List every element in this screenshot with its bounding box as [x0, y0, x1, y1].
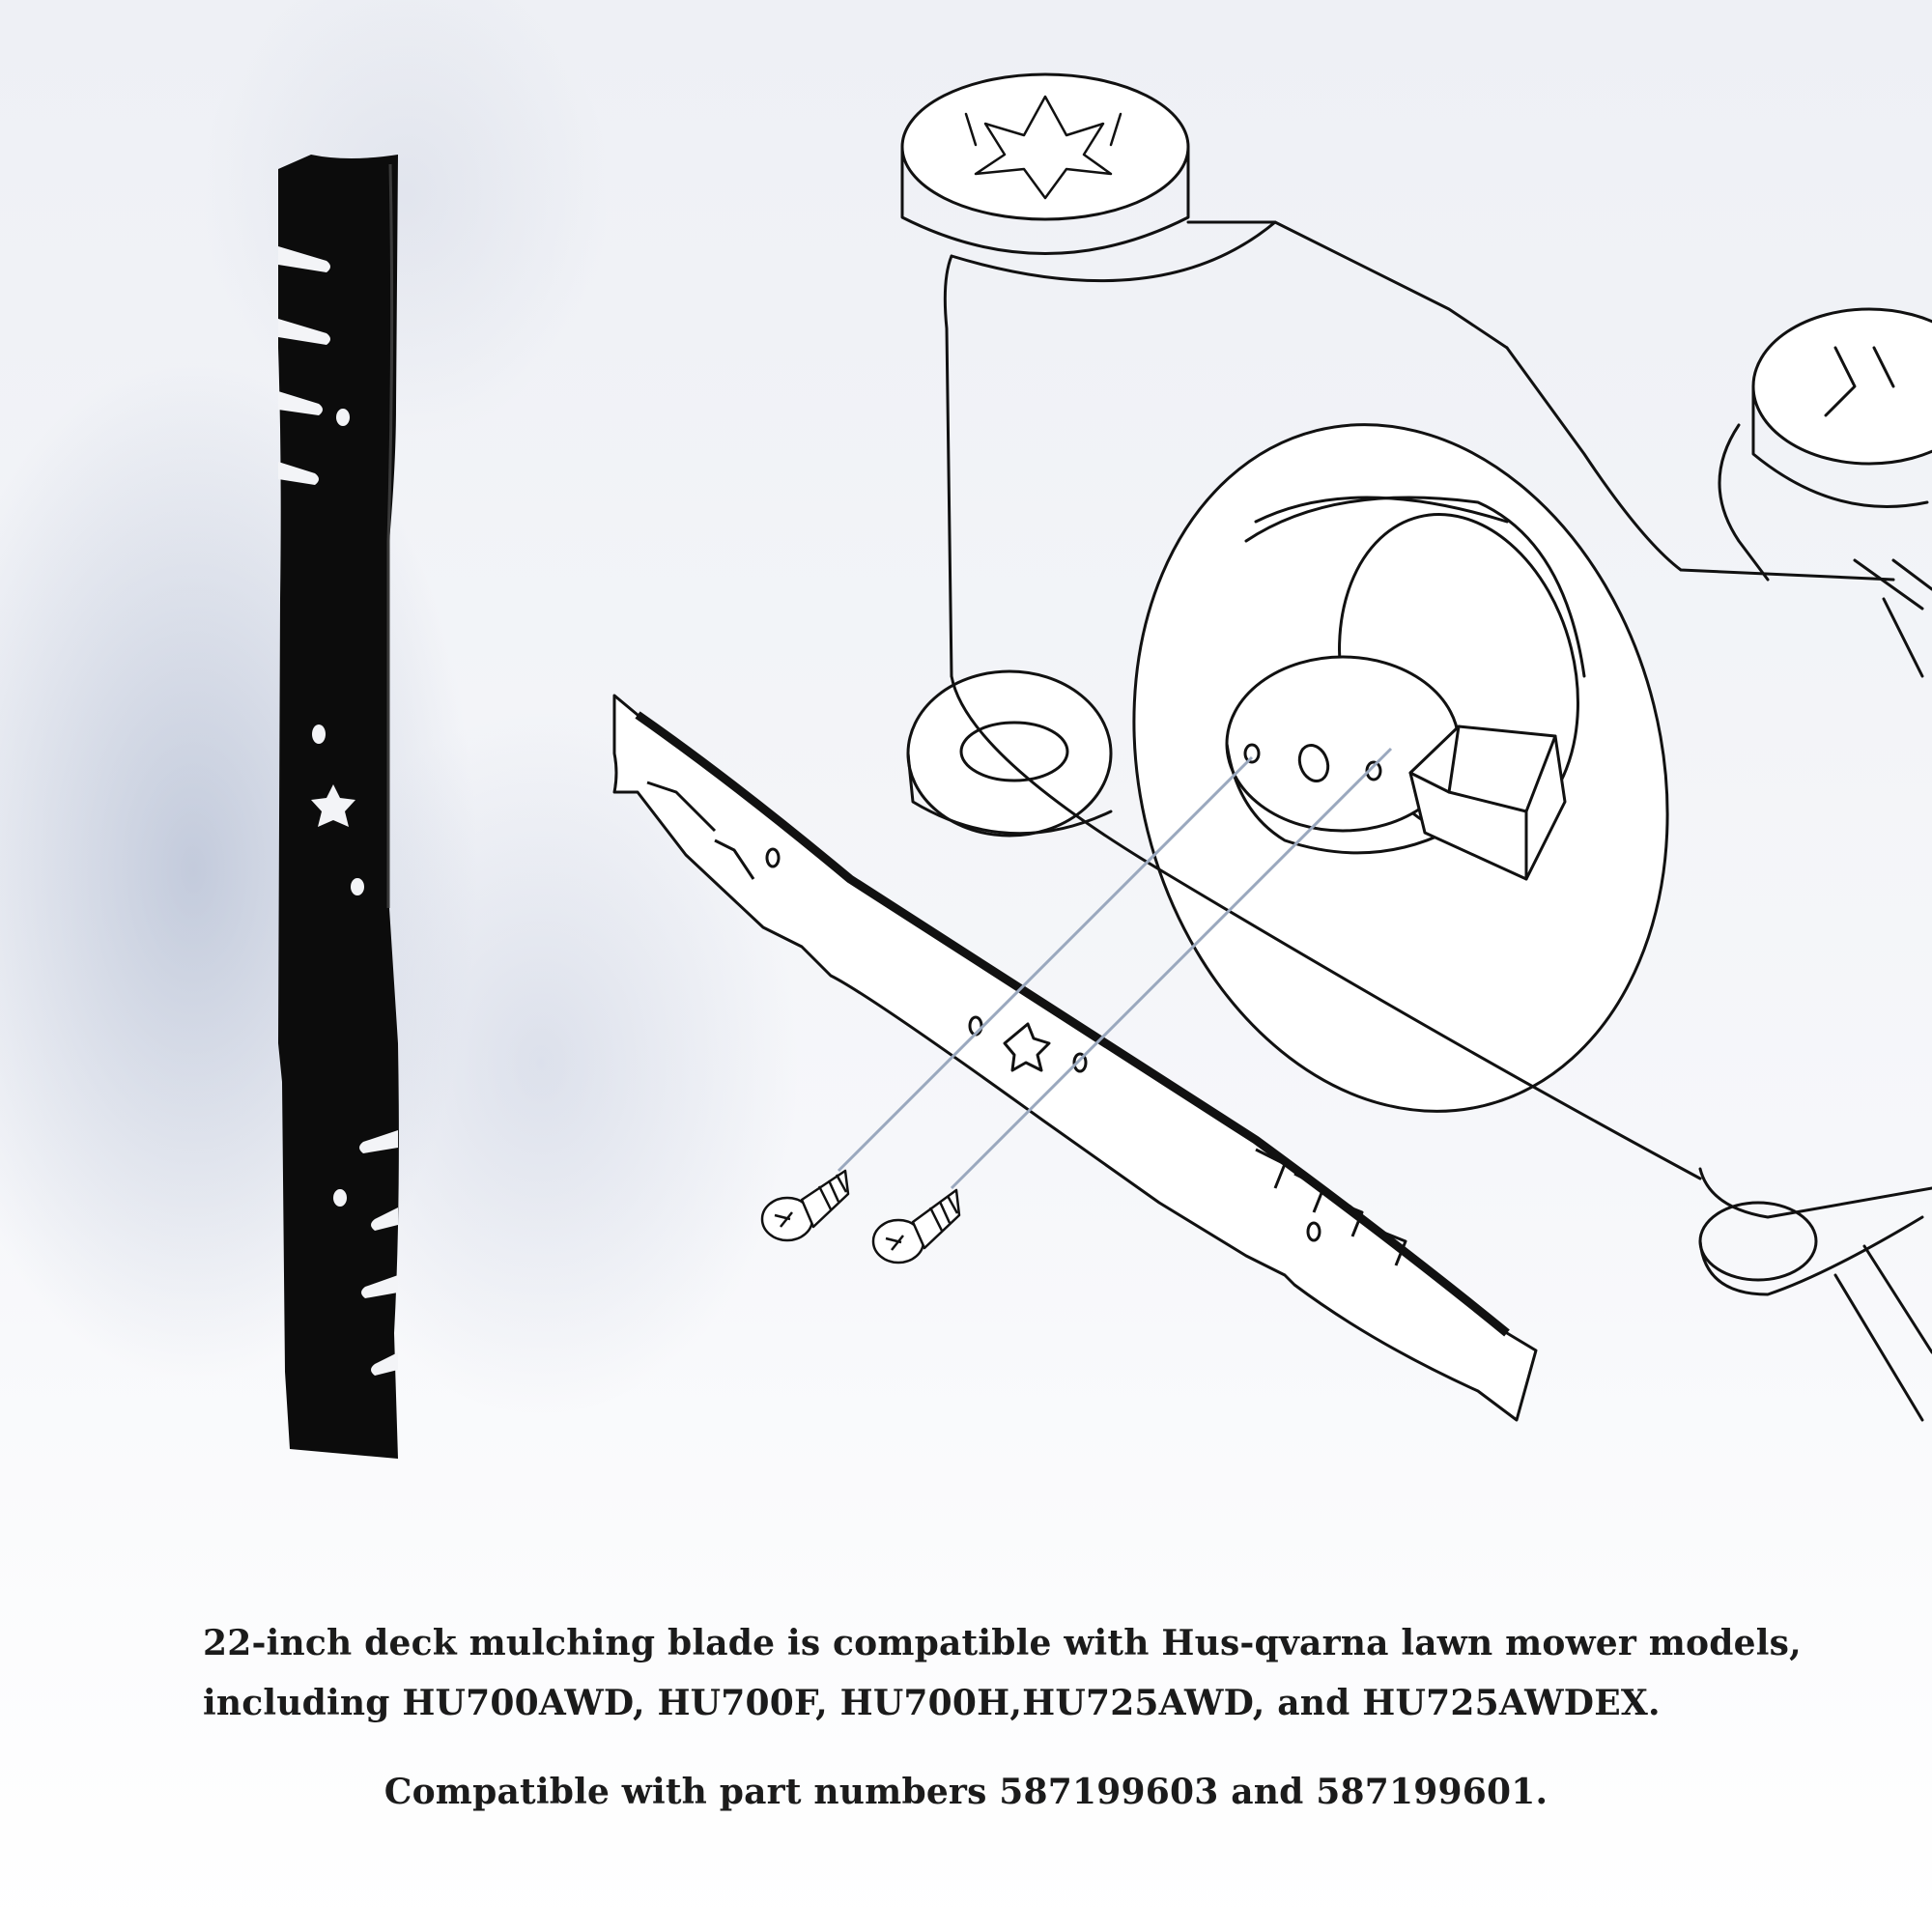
blade-line-art	[612, 694, 1538, 1422]
deck-spindle-line-art	[900, 72, 1932, 1422]
assembly-guide-lines	[837, 747, 1393, 1190]
compatibility-text-line-1: 22-inch deck mulching blade is compatibl…	[203, 1623, 1802, 1663]
mounting-screw-2	[871, 1188, 961, 1264]
compatibility-text-line-2: including HU700AWD, HU700F, HU700H,HU725…	[203, 1683, 1661, 1723]
mounting-screw-1	[760, 1169, 850, 1242]
part-numbers-text: Compatible with part numbers 587199603 a…	[384, 1772, 1548, 1812]
mulching-blade-photo	[278, 155, 399, 1459]
product-illustration	[278, 72, 1932, 1459]
